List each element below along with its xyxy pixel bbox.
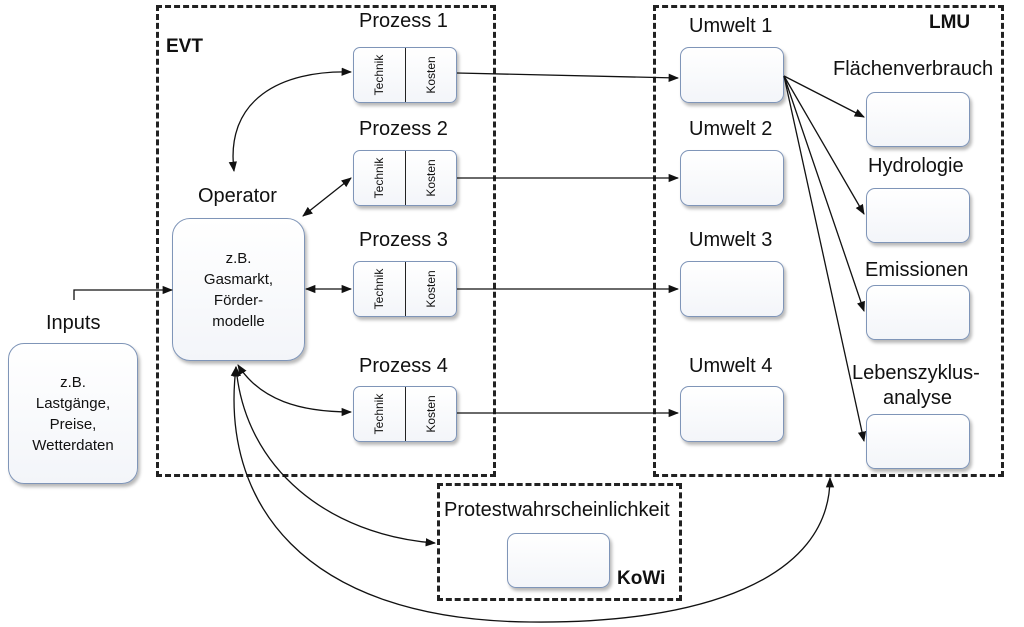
arrow-environment1-lca [783, 75, 867, 443]
environment-3-box [680, 261, 784, 317]
impact-flaeche-title: Flächenverbrauch [833, 58, 994, 80]
impact-flaeche-box [866, 92, 970, 147]
arrow-process1-environment1 [456, 72, 680, 82]
process-2-title: Prozess 2 [359, 118, 448, 140]
arrow-operator-process4 [237, 364, 353, 417]
environment-3-title: Umwelt 3 [689, 229, 773, 251]
arrow-process1-operator [228, 67, 353, 173]
operator-line-2: Gasmarkt, [203, 270, 274, 288]
arrow-environment1-flaeche [783, 75, 865, 118]
operator-title: Operator [198, 185, 277, 207]
protest-title: Protestwahrscheinlichkeit [444, 499, 670, 521]
impact-emission-title: Emissionen [865, 259, 969, 281]
process-1-title: Prozess 1 [359, 10, 448, 32]
operator-line-4: modelle [212, 312, 265, 330]
arrow-environment1-hydro [783, 75, 865, 215]
inputs-box: z.B. Lastgänge, Preise, Wetterdaten [8, 343, 138, 484]
arrow-operator-lmu [230, 365, 835, 623]
operator-line-1: z.B. [225, 249, 252, 267]
environment-2-title: Umwelt 2 [689, 118, 773, 140]
impact-lca-box [866, 414, 970, 469]
process-1-box: Technik Kosten [353, 47, 457, 103]
inputs-line-3: Preise, [49, 415, 97, 433]
lmu-label: LMU [929, 12, 971, 33]
impact-hydro-box [866, 188, 970, 243]
inputs-title: Inputs [46, 312, 101, 334]
process-3-title: Prozess 3 [359, 229, 448, 251]
impact-lca-title-2: analyse [883, 387, 952, 409]
inputs-line-1: z.B. [60, 373, 86, 391]
evt-label: EVT [166, 36, 203, 57]
protest-box [507, 533, 610, 588]
impact-hydro-title: Hydrologie [868, 155, 964, 177]
operator-box: z.B. Gasmarkt, Förder- modelle [172, 218, 305, 361]
arrow-environment1-emission [783, 75, 865, 312]
arrow-operator-process2 [302, 177, 352, 217]
inputs-line-2: Lastgänge, [35, 394, 111, 412]
impact-lca-title-1: Lebenszyklus- [852, 362, 980, 384]
environment-1-title: Umwelt 1 [689, 15, 773, 37]
operator-line-3: Förder- [213, 291, 264, 309]
arrow-inputs-operator [73, 285, 174, 300]
environment-2-box [680, 150, 784, 206]
inputs-line-4: Wetterdaten [32, 436, 114, 454]
process-3-box: Technik Kosten [353, 261, 457, 317]
environment-1-box [680, 47, 784, 103]
impact-emission-box [866, 285, 970, 340]
process-2-box: Technik Kosten [353, 150, 457, 206]
kowi-label: KoWi [617, 568, 666, 589]
